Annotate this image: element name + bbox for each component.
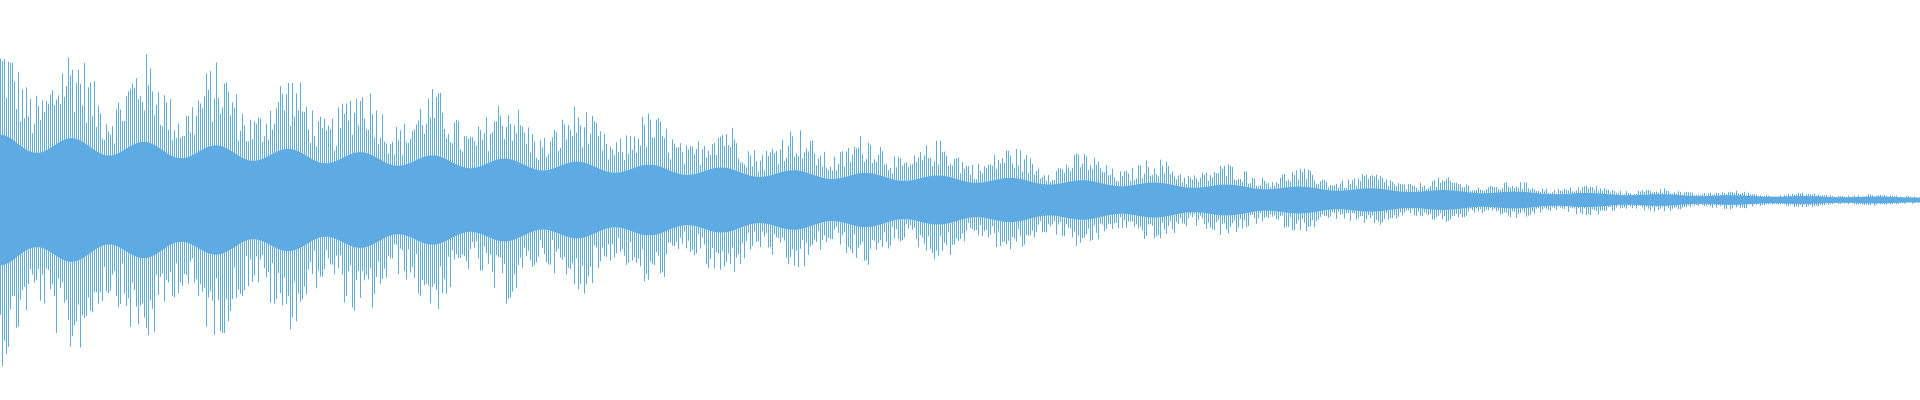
waveform-body: [0, 134, 1920, 266]
